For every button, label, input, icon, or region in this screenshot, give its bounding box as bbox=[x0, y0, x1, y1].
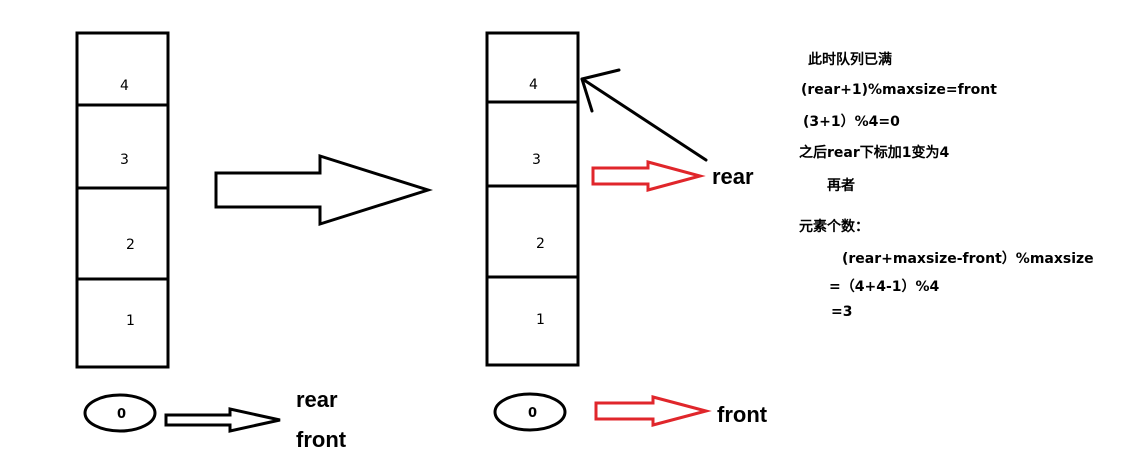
note-furthermore: 再者 bbox=[827, 178, 855, 194]
transition-arrow bbox=[214, 153, 433, 227]
note-rear-increment: 之后rear下标加1变为4 bbox=[799, 145, 950, 161]
front-pointer-arrow bbox=[594, 395, 712, 427]
note-count-formula: (rear+maxsize-front）%maxsize bbox=[842, 251, 1094, 267]
left-queue-cell-3 bbox=[75, 103, 170, 190]
right-cell-label-4: 4 bbox=[529, 77, 538, 93]
right-cell-label-3: 3 bbox=[532, 152, 541, 168]
left-cell-label-4: 4 bbox=[120, 78, 129, 94]
right-cell-label-1: 1 bbox=[536, 312, 545, 328]
right-cell-label-2: 2 bbox=[536, 236, 545, 252]
left-queue bbox=[75, 31, 170, 369]
note-full-condition: (rear+1)%maxsize=front bbox=[801, 82, 997, 98]
note-queue-full: 此时队列已满 bbox=[808, 52, 892, 68]
right-front-label: front bbox=[717, 402, 768, 427]
right-queue-cell-3 bbox=[485, 100, 580, 188]
left-slot-zero-label: 0 bbox=[117, 407, 126, 422]
left-cell-label-3: 3 bbox=[120, 152, 129, 168]
left-cell-label-2: 2 bbox=[126, 237, 135, 253]
right-queue bbox=[485, 31, 580, 367]
right-queue-cell-2 bbox=[485, 184, 580, 279]
left-queue-cell-1 bbox=[75, 277, 170, 369]
right-slot-zero bbox=[493, 392, 567, 432]
left-slot-zero bbox=[83, 393, 157, 433]
note-full-calc: (3+1）%4=0 bbox=[803, 114, 900, 130]
left-cell-label-1: 1 bbox=[126, 313, 135, 329]
right-slot-zero-label: 0 bbox=[528, 406, 537, 421]
note-count-substitution: =（4+4-1）%4 bbox=[829, 279, 940, 295]
left-front-label: front bbox=[296, 427, 347, 452]
note-element-count-heading: 元素个数： bbox=[799, 219, 869, 235]
rear-advance-arrow bbox=[580, 68, 708, 162]
left-queue-cell-4 bbox=[75, 31, 170, 107]
rear-pointer-arrow bbox=[591, 160, 706, 192]
right-queue-cell-1 bbox=[485, 275, 580, 367]
left-rear-label: rear bbox=[296, 387, 338, 412]
left-queue-cell-2 bbox=[75, 186, 170, 281]
note-count-result: =3 bbox=[831, 304, 853, 320]
left-slot-arrow bbox=[164, 407, 281, 433]
right-rear-label: rear bbox=[712, 164, 754, 189]
